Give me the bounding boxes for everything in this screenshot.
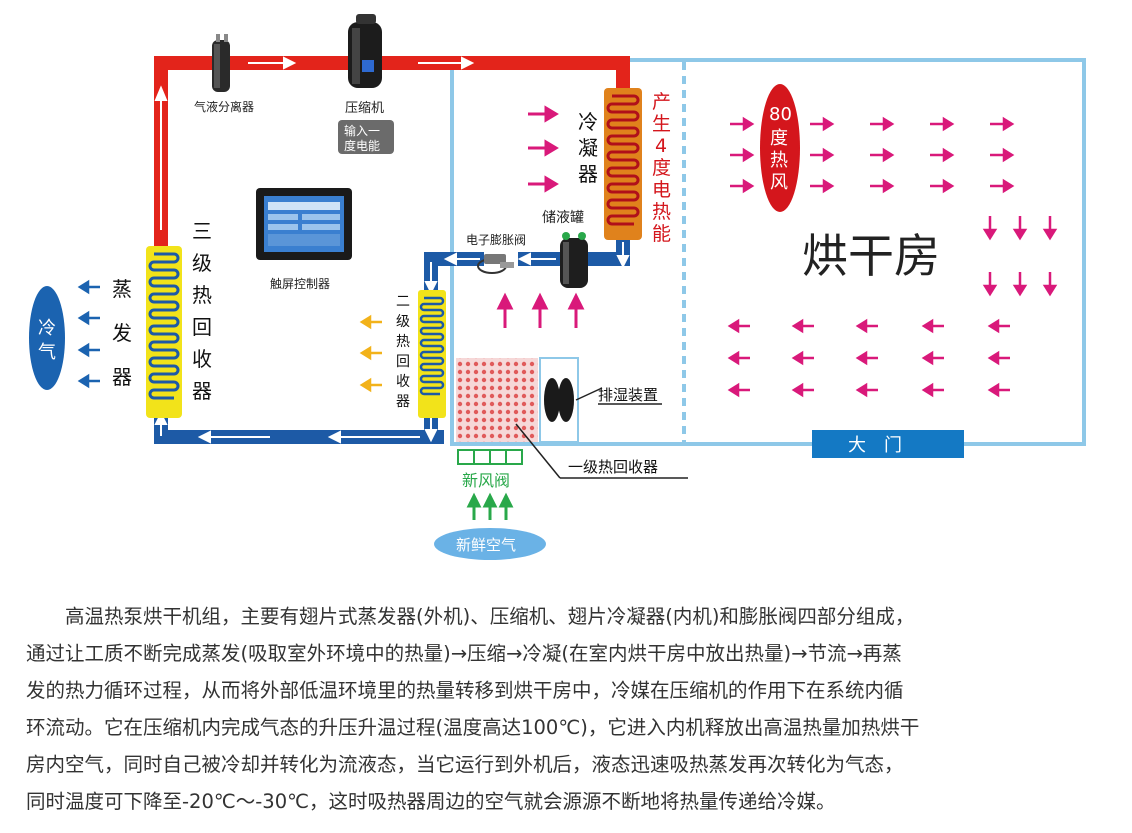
svg-text:电: 电 <box>652 179 671 201</box>
primary-recovery-block <box>456 358 538 442</box>
svg-text:冷: 冷 <box>578 110 598 134</box>
description-line: 通过让工质不断完成蒸发(吸取室外环境中的热量)→压缩→冷凝(在室内烘干房中放出热… <box>26 642 902 665</box>
svg-text:凝: 凝 <box>578 136 598 160</box>
gas-liquid-separator-icon <box>212 34 230 92</box>
secondary-recovery-label: 二 级 热 回 收 器 <box>396 294 410 410</box>
heat-output-label: 产 生 4 度 电 热 能 <box>652 91 671 245</box>
svg-text:冷: 冷 <box>38 318 56 339</box>
expansion-valve-icon <box>477 254 514 274</box>
gas-liquid-separator-label: 气液分离器 <box>194 99 254 114</box>
svg-text:收: 收 <box>396 374 410 390</box>
description-line: 环流动。它在压缩机内完成气态的升压升温过程(温度高达100℃)，它进入内机释放出… <box>26 716 920 739</box>
svg-text:收: 收 <box>192 347 212 371</box>
svg-text:热: 热 <box>770 150 788 171</box>
description-line: 房内空气，同时自己被冷却并转化为流液态，当它运行到外机后，液态迅速吸热蒸发再次转… <box>26 753 904 776</box>
touch-controller-label: 触屏控制器 <box>270 277 330 291</box>
svg-text:度: 度 <box>652 157 671 179</box>
svg-text:能: 能 <box>652 223 671 245</box>
up-arrows <box>496 292 585 328</box>
main-door <box>812 430 964 458</box>
svg-text:器: 器 <box>192 379 212 403</box>
heat-pump-diagram: 气液分离器 压缩机 输入一 度电能 触屏控制器 冷 凝 器 产 生 4 度 电 … <box>29 14 1086 560</box>
condenser-coil <box>604 88 642 240</box>
svg-text:器: 器 <box>578 162 598 186</box>
svg-text:生: 生 <box>652 113 671 135</box>
compressor-icon <box>348 14 382 88</box>
touch-controller-icon <box>256 188 352 260</box>
compressor-input-line2: 度电能 <box>344 138 380 153</box>
fresh-air-valve-label: 新风阀 <box>462 471 510 490</box>
cold-air-badge: 冷 气 <box>29 286 65 390</box>
svg-text:蒸: 蒸 <box>112 277 132 301</box>
receiver-tank-label: 储液罐 <box>542 210 584 226</box>
dehumidifier-label: 排湿装置 <box>598 386 658 404</box>
svg-text:80: 80 <box>769 104 792 125</box>
hot-air-arrows-down <box>982 216 1058 297</box>
dehumidifier-leader <box>575 387 603 401</box>
svg-text:热: 热 <box>192 283 212 307</box>
fan-icon <box>544 378 574 422</box>
fresh-air-valve-icon <box>457 449 523 465</box>
svg-text:度: 度 <box>770 128 788 149</box>
return-air-arrows-left <box>727 318 1010 398</box>
cold-air-arrows <box>77 279 100 389</box>
svg-text:回: 回 <box>192 315 212 339</box>
warm-air-arrows <box>359 314 382 393</box>
condenser-label: 冷 凝 器 <box>578 110 598 186</box>
fresh-air-label: 新鲜空气 <box>456 536 516 554</box>
svg-text:热: 热 <box>396 334 410 350</box>
svg-text:热: 热 <box>652 201 671 223</box>
drying-room-label: 烘干房 <box>802 229 940 283</box>
svg-text:级: 级 <box>192 251 212 275</box>
svg-text:气: 气 <box>38 342 56 363</box>
fresh-air-badge <box>434 528 546 560</box>
svg-text:器: 器 <box>112 365 132 389</box>
svg-text:三: 三 <box>192 219 212 243</box>
evaporator-label: 蒸 发 器 <box>112 277 132 389</box>
svg-text:风: 风 <box>770 172 788 193</box>
expansion-valve-label: 电子膨胀阀 <box>466 233 526 247</box>
compressor-input-line1: 输入一 <box>344 123 380 138</box>
cold-pipe-arrows <box>154 242 630 444</box>
svg-text:器: 器 <box>396 394 410 410</box>
hot-air-arrows-right <box>730 116 1015 194</box>
receiver-tank-icon <box>560 232 588 288</box>
primary-recovery-leader <box>515 423 561 479</box>
hot-pipe-arrows <box>154 56 475 230</box>
compressor-input-box <box>338 120 394 154</box>
primary-recovery-label: 一级热回收器 <box>568 458 658 476</box>
svg-text:发: 发 <box>112 321 132 345</box>
compressor-label: 压缩机 <box>345 100 384 116</box>
description-line: 发的热力循环过程，从而将外部低温环境里的热量转移到烘干房中，冷媒在压缩机的作用下… <box>26 679 904 702</box>
svg-text:级: 级 <box>396 314 410 330</box>
hot-air-badge: 80 度 热 风 <box>760 84 800 212</box>
air-in-arrows <box>528 105 559 193</box>
secondary-recovery-coil <box>418 290 446 418</box>
description-line: 高温热泵烘干机组，主要有翅片式蒸发器(外机)、压缩机、翅片冷凝器(内机)和膨胀阀… <box>26 605 915 628</box>
description-line: 同时温度可下降至-20℃～-30℃，这时吸热器周边的空气就会源源不断地将热量传递… <box>26 790 836 813</box>
svg-text:回: 回 <box>396 354 410 370</box>
main-door-label: 大 门 <box>848 435 902 456</box>
fresh-air-arrows <box>466 492 514 520</box>
svg-text:二: 二 <box>396 294 410 310</box>
evaporator-coil <box>146 246 182 418</box>
tertiary-recovery-label: 三 级 热 回 收 器 <box>192 219 212 403</box>
svg-text:产: 产 <box>652 91 671 113</box>
svg-text:4: 4 <box>655 135 667 157</box>
